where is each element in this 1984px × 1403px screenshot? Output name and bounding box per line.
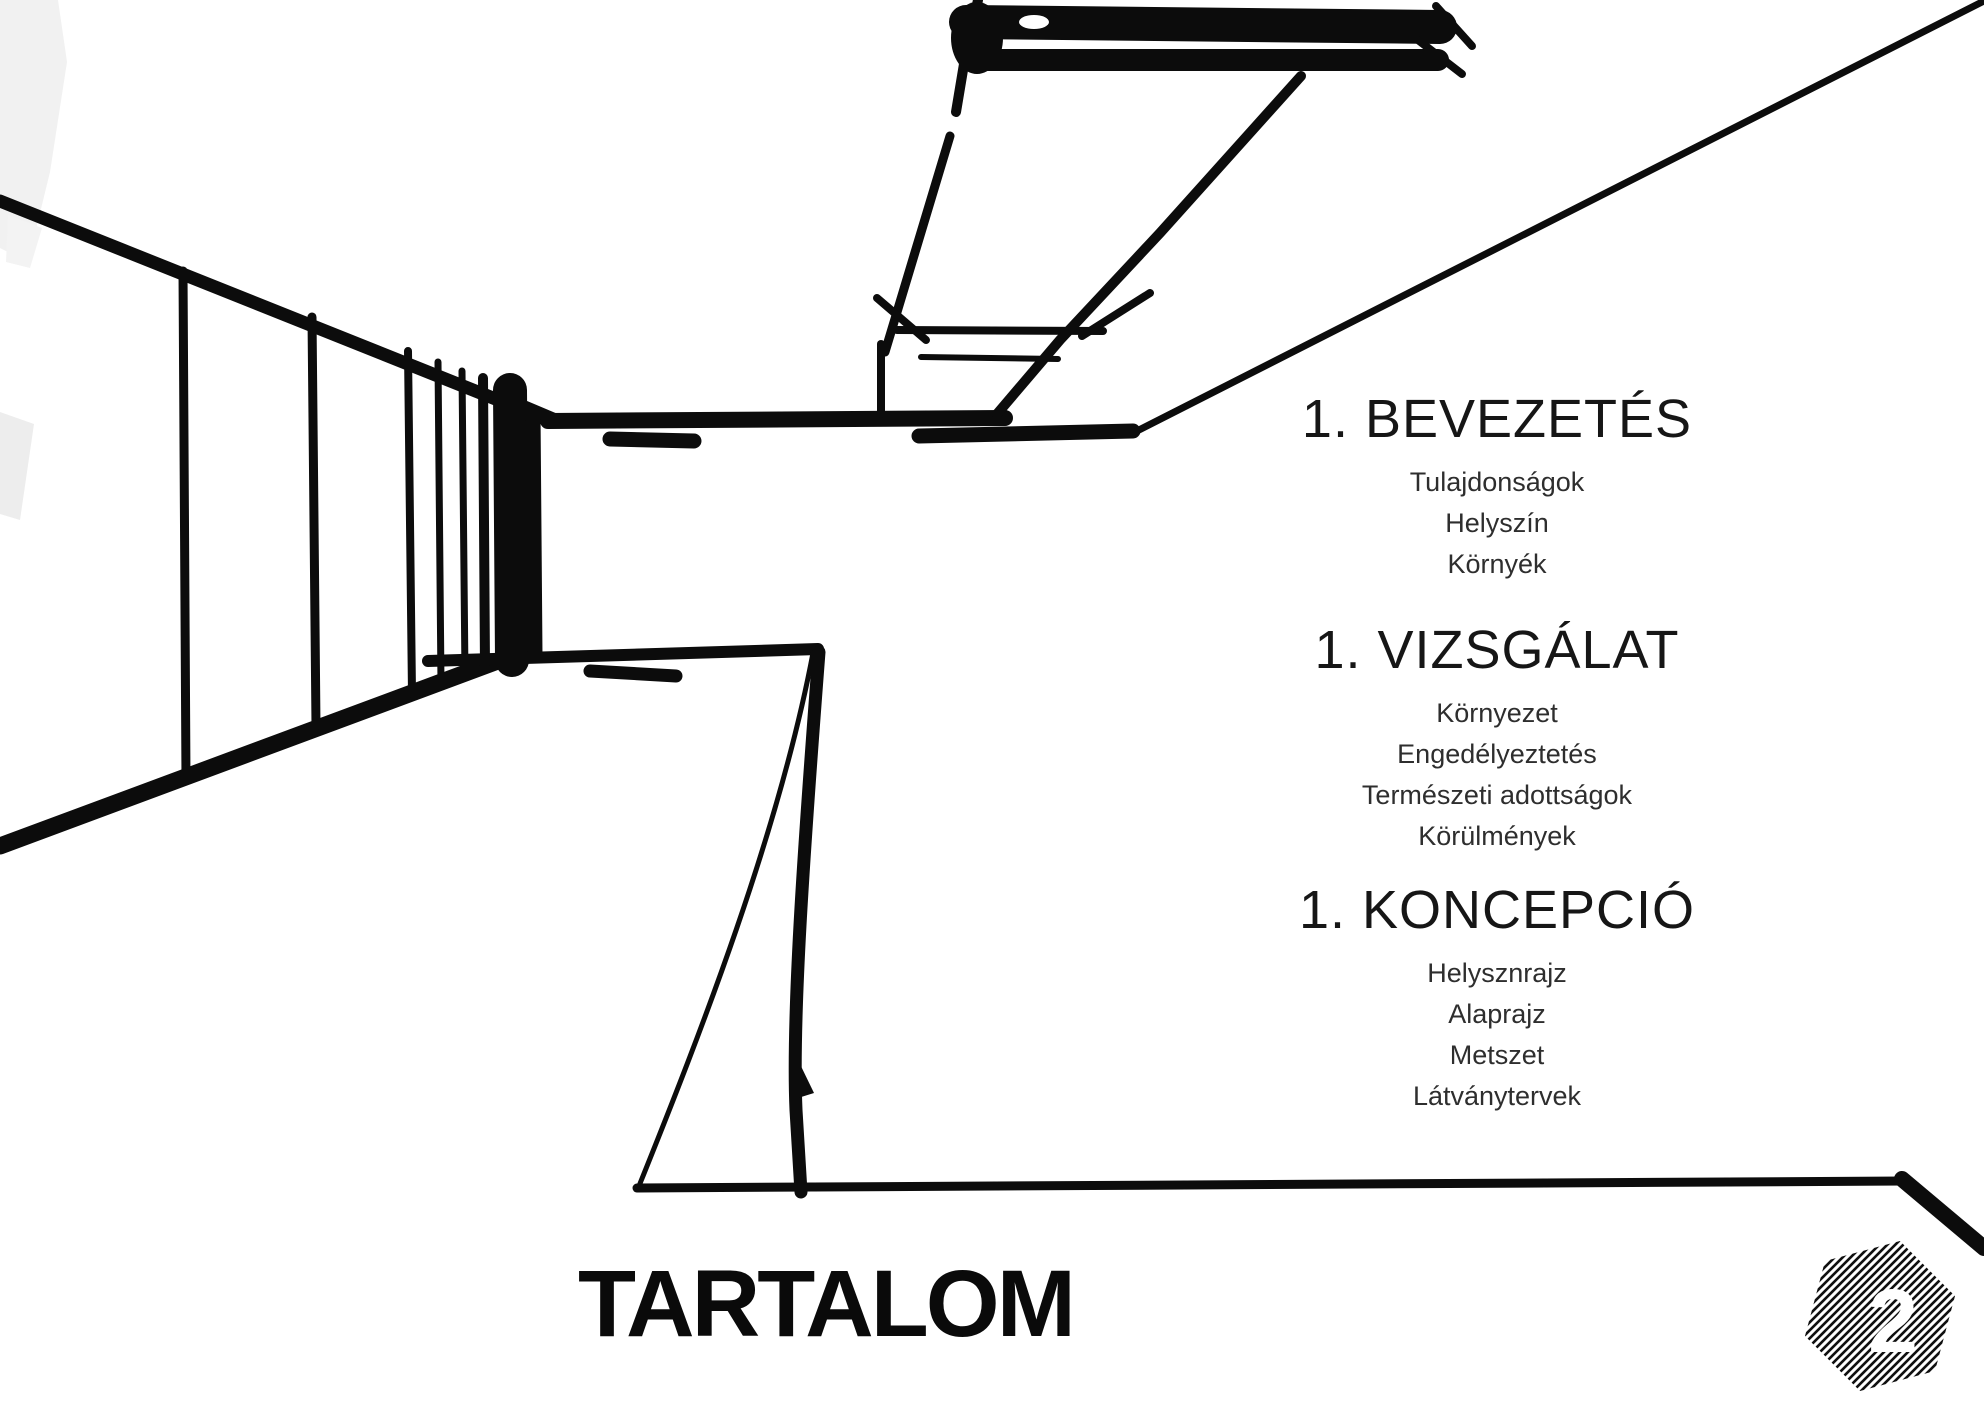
section-item: Helysznrajz bbox=[1427, 958, 1567, 988]
beam-end-blob bbox=[951, 2, 1003, 74]
section-item: Alaprajz bbox=[1448, 999, 1546, 1029]
floor-corner bbox=[632, 645, 1984, 1256]
page-title: TARTALOM bbox=[578, 1251, 1076, 1357]
section-item-list: Tulajdonságok Helyszín Környék bbox=[1252, 462, 1742, 585]
wall-corner-wedge bbox=[520, 398, 565, 421]
section-item: Természeti adottságok bbox=[1361, 780, 1633, 810]
section-item: Metszet bbox=[1449, 1040, 1545, 1070]
pencil-smudges bbox=[0, 0, 67, 520]
section-item-list: Környezet Engedélyeztetés Természeti ado… bbox=[1252, 693, 1742, 857]
section-title: 1. VIZSGÁLAT bbox=[1314, 620, 1680, 680]
section-item: Körülmények bbox=[1418, 821, 1576, 851]
section-title: 1. BEVEZETÉS bbox=[1301, 389, 1693, 449]
section-item-list: Helysznrajz Alaprajz Metszet Látványterv… bbox=[1252, 953, 1742, 1117]
toc-section-vizsgalat: 1. VIZSGÁLAT Környezet Engedélyeztetés T… bbox=[1252, 619, 1742, 857]
toc-section-bevezetes: 1. BEVEZETÉS Tulajdonságok Helyszín Körn… bbox=[1252, 388, 1742, 585]
section-item: Helyszín bbox=[1445, 508, 1549, 538]
logo-glyph: 2 bbox=[1868, 1272, 1918, 1372]
toc-section-koncepcio: 1. KONCEPCIÓ Helysznrajz Alaprajz Metsze… bbox=[1252, 879, 1742, 1117]
left-wall bbox=[0, 194, 555, 855]
logo: 2 bbox=[1805, 1241, 1955, 1391]
section-title: 1. KONCEPCIÓ bbox=[1298, 880, 1696, 940]
section-item: Környezet bbox=[1436, 698, 1558, 728]
section-item: Látványtervek bbox=[1412, 1081, 1582, 1111]
section-item: Engedélyeztetés bbox=[1397, 739, 1597, 769]
back-wall bbox=[422, 404, 1013, 683]
section-item: Környék bbox=[1447, 549, 1547, 579]
ceiling-edges bbox=[911, 0, 1984, 444]
beam-notch bbox=[1019, 15, 1049, 29]
post-barb bbox=[798, 1060, 814, 1098]
logo-hexagon-icon bbox=[1805, 1241, 1955, 1391]
section-item: Tulajdonságok bbox=[1409, 467, 1585, 497]
